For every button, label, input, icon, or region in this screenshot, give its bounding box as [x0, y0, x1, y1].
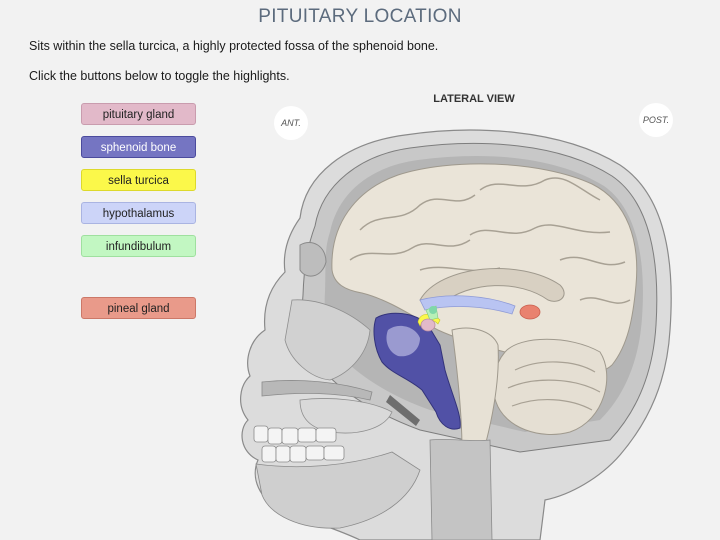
- upper-teeth: [253, 425, 337, 445]
- styloid-process: [386, 395, 420, 426]
- infundibulum-button[interactable]: infundibulum: [81, 235, 196, 257]
- brainstem: [451, 327, 499, 451]
- pineal-gland-highlight: [519, 304, 541, 320]
- hypothalamus-button[interactable]: hypothalamus: [81, 202, 196, 224]
- sphenoid-bone-button[interactable]: sphenoid bone: [81, 136, 196, 158]
- anterior-label: ANT.: [274, 106, 308, 140]
- pituitary-gland-highlight: [420, 318, 436, 332]
- infundibulum-top: [429, 306, 437, 314]
- orbit: [299, 241, 327, 277]
- cervical-spine: [429, 439, 493, 540]
- intro-instruction: Click the buttons below to toggle the hi…: [29, 69, 290, 83]
- hypothalamus-region: [419, 295, 516, 315]
- posterior-label: POST.: [639, 103, 673, 137]
- sella-turcica-button[interactable]: sella turcica: [81, 169, 196, 191]
- mandible: [255, 451, 421, 529]
- lower-teeth: [261, 445, 345, 463]
- pituitary-gland-button[interactable]: pituitary gland: [81, 103, 196, 125]
- brain: [331, 163, 638, 373]
- lateral-view-label: LATERAL VIEW: [433, 93, 515, 105]
- page-title: PITUITARY LOCATION: [258, 6, 462, 27]
- nasal-cavity: [284, 299, 371, 381]
- pineal-gland-button[interactable]: pineal gland: [81, 297, 196, 319]
- corpus-callosum: [419, 268, 565, 306]
- palate: [261, 380, 373, 401]
- sphenoid-sinus: [386, 325, 420, 357]
- tongue: [299, 398, 393, 434]
- cerebellum-folia: [507, 361, 601, 411]
- brain-gyri: [349, 177, 631, 304]
- intro-description: Sits within the sella turcica, a highly …: [29, 39, 439, 53]
